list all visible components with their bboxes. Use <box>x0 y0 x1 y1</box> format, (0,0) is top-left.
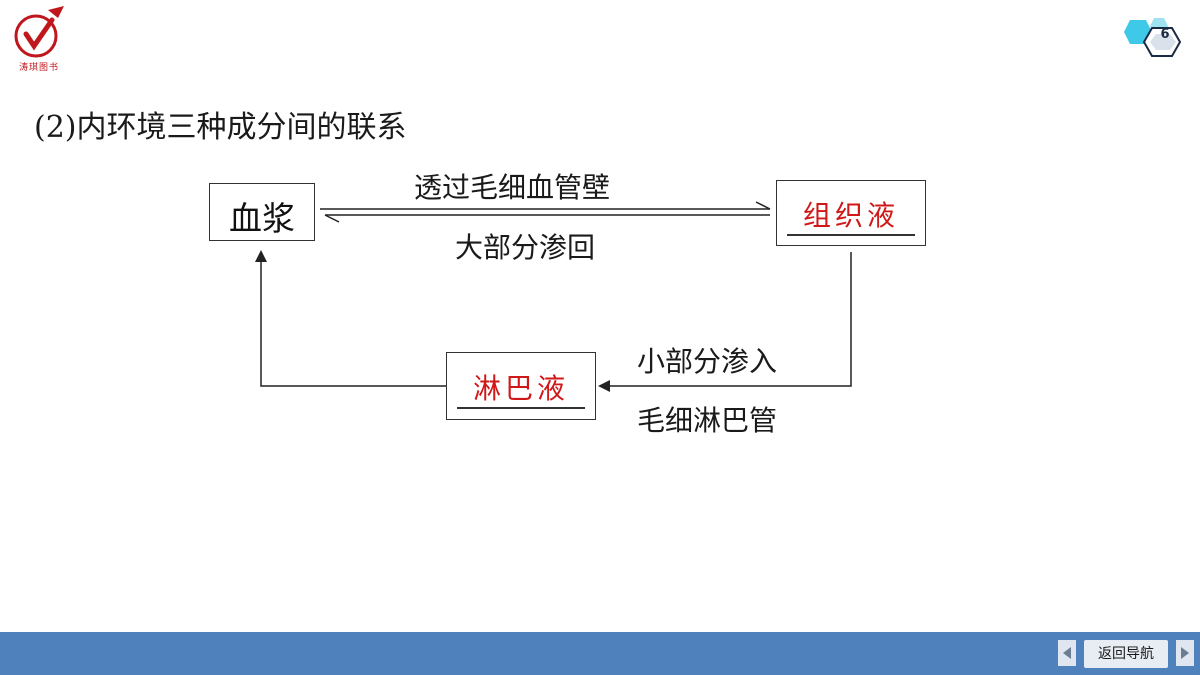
page-title: (2)内环境三种成分间的联系 <box>34 110 407 145</box>
label-through-capillary-wall: 透过毛细血管壁 <box>414 171 611 204</box>
tissue-to-lymph-arrow <box>598 252 852 392</box>
label-mostly-return: 大部分渗回 <box>455 231 596 264</box>
answer-underline <box>787 234 915 236</box>
lymph-to-plasma-arrow <box>255 250 446 387</box>
lymph-label: 淋巴液 <box>472 372 569 405</box>
label-small-part-enters: 小部分渗入 <box>637 345 778 378</box>
brand-logo: 涛琪图书 <box>8 4 70 73</box>
tissue-fluid-label: 组织液 <box>802 199 899 232</box>
label-lymph-capillary: 毛细淋巴管 <box>637 404 778 437</box>
next-page-button[interactable] <box>1176 640 1194 666</box>
lymph-box: 淋巴液 <box>446 352 596 420</box>
reversible-arrow <box>320 201 771 223</box>
prev-page-button[interactable] <box>1058 640 1076 666</box>
tissue-fluid-box: 组织液 <box>776 180 926 246</box>
page-badge-icon <box>1124 14 1188 58</box>
triangle-right-icon <box>1181 647 1189 659</box>
page-number: 6 <box>1160 27 1170 42</box>
plasma-label: 血浆 <box>229 199 295 238</box>
triangle-left-icon <box>1063 647 1071 659</box>
plasma-box: 血浆 <box>209 183 315 241</box>
footer-bar <box>0 632 1200 675</box>
answer-underline <box>457 407 585 409</box>
back-to-nav-button[interactable]: 返回导航 <box>1084 640 1168 668</box>
publisher-name: 涛琪图书 <box>18 63 59 73</box>
